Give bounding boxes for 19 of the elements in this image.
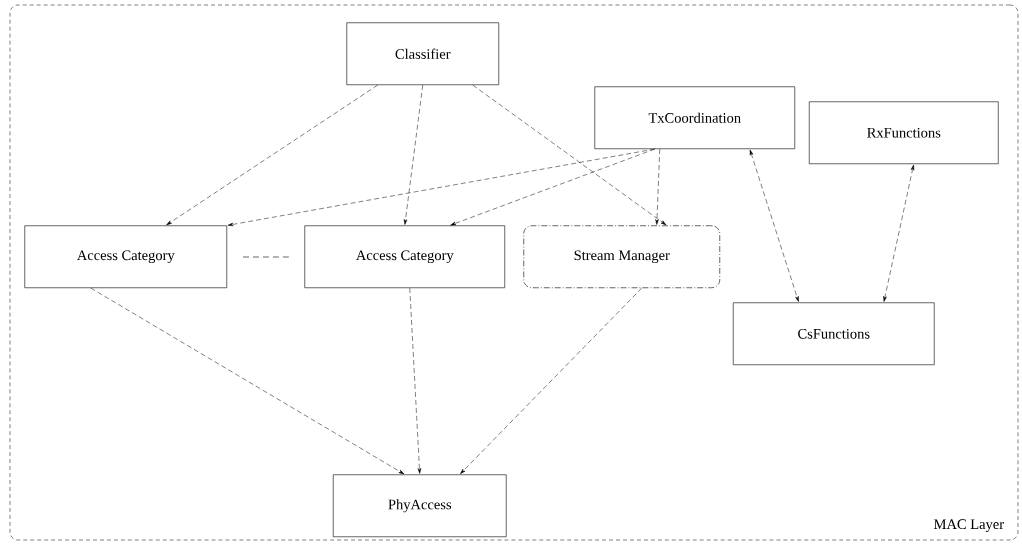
arrow xyxy=(655,148,660,225)
process-box: Access Category xyxy=(24,225,228,289)
arrow xyxy=(409,287,422,474)
arrow xyxy=(403,84,423,225)
arrow xyxy=(450,148,655,226)
process-box: PhyAccess xyxy=(332,474,507,538)
process-box: RxFunctions xyxy=(808,101,999,165)
arrow xyxy=(166,84,378,226)
process-box: Classifier xyxy=(346,22,500,86)
arrow xyxy=(90,287,405,475)
process-box: TxCoordination xyxy=(594,86,796,150)
rounded-process-box: Stream Manager xyxy=(523,225,721,289)
process-box: CsFunctions xyxy=(732,302,935,366)
process-box: Access Category xyxy=(304,225,506,289)
arrow xyxy=(460,287,642,475)
arrow xyxy=(749,149,799,302)
arrow xyxy=(883,164,915,302)
arrow xyxy=(227,148,655,227)
arrow xyxy=(472,84,667,226)
